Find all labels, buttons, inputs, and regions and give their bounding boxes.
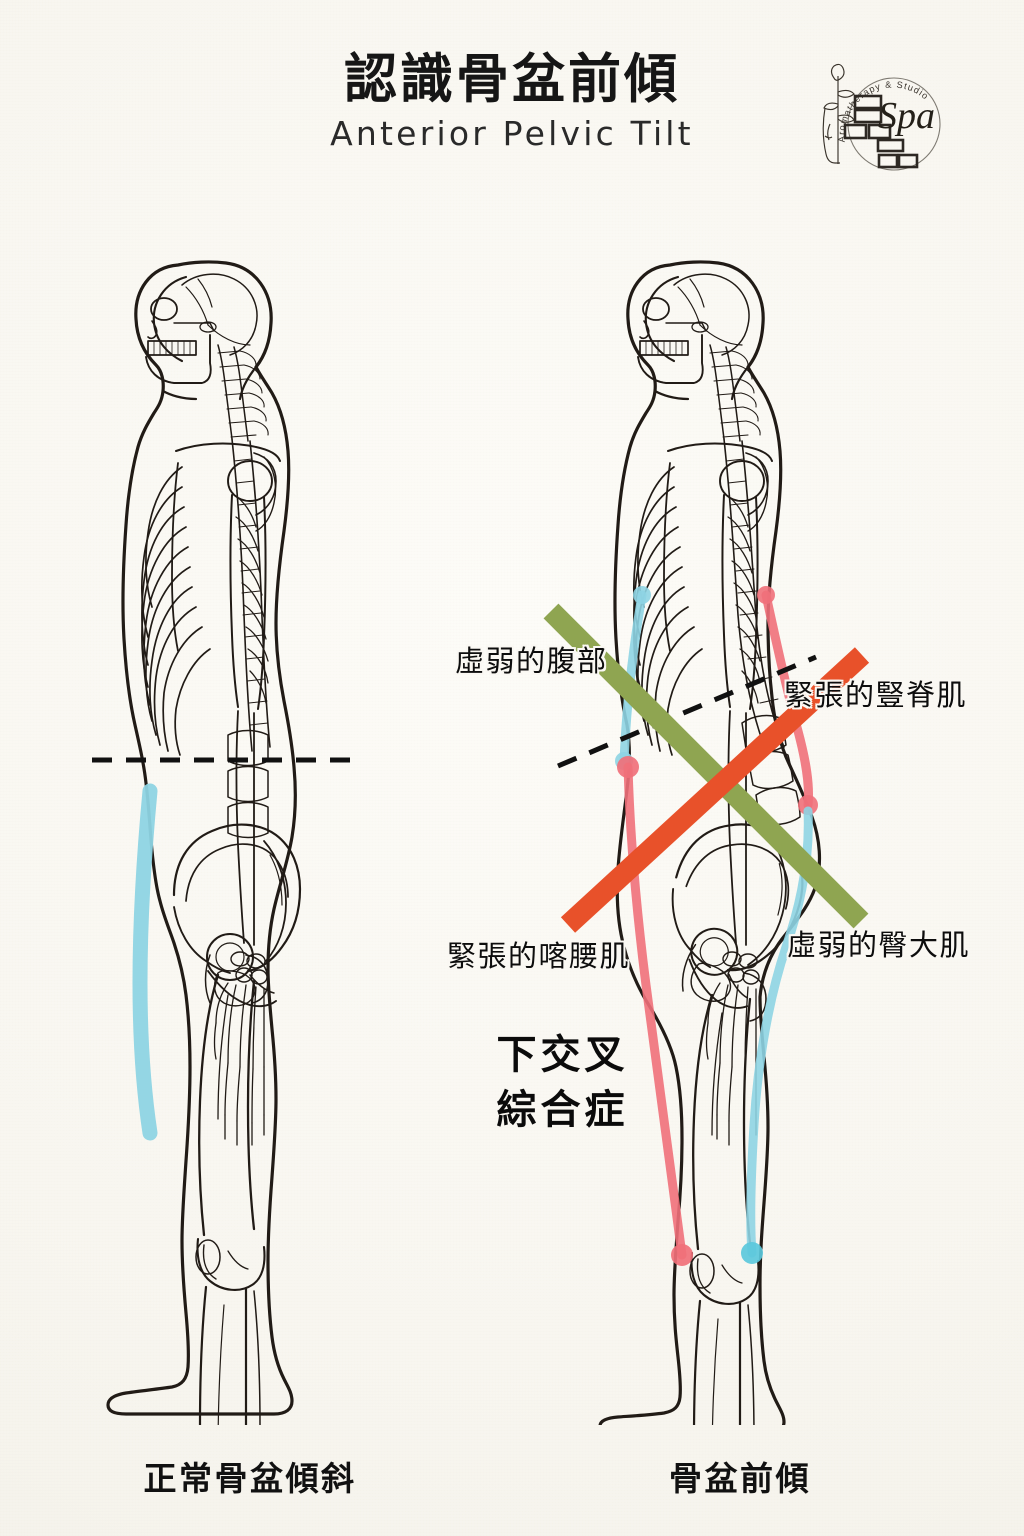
syndrome-label: 下交叉 綜合症	[455, 1028, 670, 1138]
syndrome-line-2: 綜合症	[496, 1087, 629, 1134]
syndrome-line-1: 下交叉	[496, 1032, 629, 1078]
skeleton-normal-svg	[106, 260, 302, 1425]
label-tight-erector-spinae: 緊張的豎脊肌	[784, 678, 968, 712]
muscle-highlight-normal	[132, 783, 158, 1141]
label-tight-iliopsoas: 緊張的喀腰肌	[447, 939, 631, 973]
label-weak-abdominals: 虛弱的腹部	[455, 644, 608, 678]
page-title: 認識骨盆前傾 Anterior Pelvic Tilt	[0, 52, 1024, 153]
muscle-line-gluteus-maximus	[741, 806, 813, 1264]
logo-mark-icon: Aromatherapy & Studio Spa	[822, 63, 941, 171]
label-weak-gluteus-maximus: 虛弱的臀大肌	[787, 928, 971, 962]
skeleton-tilt-svg	[598, 260, 822, 1425]
figure-anterior-pelvic-tilt	[570, 195, 900, 1425]
title-chinese: 認識骨盆前傾	[344, 49, 680, 110]
logo-brand-text: Spa	[878, 95, 935, 137]
caption-anterior-pelvic-tilt: 骨盆前傾	[669, 1459, 811, 1498]
caption-normal-pelvic-tilt: 正常骨盆傾斜	[143, 1459, 357, 1498]
figure-normal-pelvic-tilt	[78, 195, 408, 1425]
brand-logo: Aromatherapy & Studio Spa	[812, 46, 962, 196]
title-english: Anterior Pelvic Tilt	[330, 113, 694, 153]
